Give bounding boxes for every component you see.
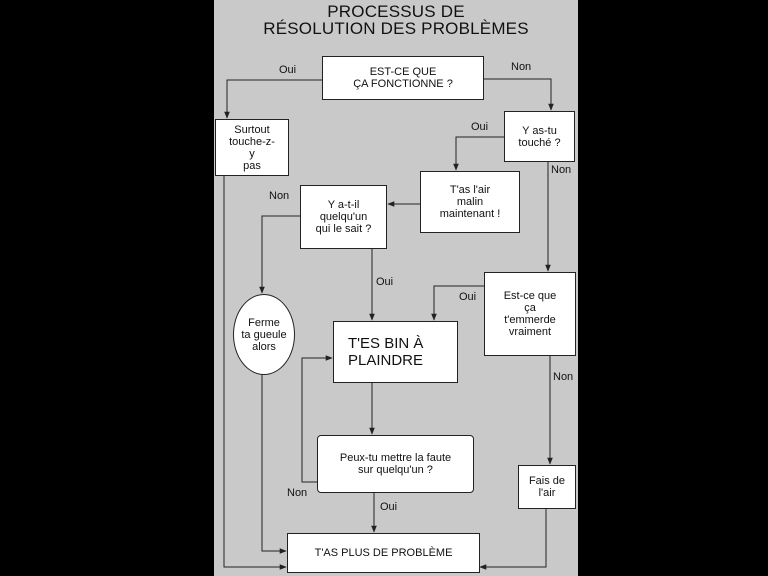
title-line-2: RÉSOLUTION DES PROBLÈMES xyxy=(263,19,529,38)
edge-quelquun-non xyxy=(259,215,300,294)
node-est-ce-que-ca-temmerde: Est-ce que ça t'emmerde vraiment xyxy=(484,272,576,356)
node-emmerde-line-3: t'emmerde xyxy=(504,314,556,326)
node-emmerde-line-4: vraiment xyxy=(508,326,552,338)
node-fais-line-1: Fais de xyxy=(528,475,566,487)
edge-emmerde-oui xyxy=(431,285,484,321)
node-quelquun-line-2: quelqu'un xyxy=(319,211,368,223)
node-peux-tu-mettre-la-faute: Peux-tu mettre la faute sur quelqu'un ? xyxy=(317,435,474,493)
edge-surtout-end xyxy=(223,176,287,570)
node-quelquun-line-1: Y a-t-il xyxy=(327,199,360,211)
node-fais-de-lair: Fais de l'air xyxy=(518,465,576,509)
node-surtout-touche-z-y-pas: Surtout touche-z- y pas xyxy=(215,119,289,176)
label-emmerde-oui: Oui xyxy=(459,291,477,303)
node-end-line-1: T'AS PLUS DE PROBLÈME xyxy=(314,547,453,559)
node-faute-line-1: Peux-tu mettre la faute xyxy=(339,452,452,464)
label-touche-oui: Oui xyxy=(471,121,489,133)
node-surtout-line-3: y xyxy=(249,147,255,160)
node-y-a-t-il-quelquun: Y a-t-il quelqu'un qui le sait ? xyxy=(300,185,387,249)
node-tas-plus-de-probleme: T'AS PLUS DE PROBLÈME xyxy=(287,533,480,573)
node-quelquun-line-3: qui le sait ? xyxy=(315,223,372,235)
node-emmerde-line-2: ça xyxy=(524,302,536,314)
node-plaindre-line-2: PLAINDRE xyxy=(348,352,424,369)
node-ca-fonctionne-line-1: EST-CE QUE xyxy=(369,66,437,78)
label-start-non: Non xyxy=(511,61,532,73)
node-malin-line-1: T'as l'air xyxy=(449,184,491,196)
node-surtout-line-2: touche-z- xyxy=(229,135,275,148)
node-malin-line-2: malin xyxy=(456,196,484,208)
node-y-as-tu-touche: Y as-tu touché ? xyxy=(504,111,575,162)
node-ferme-ta-gueule: Ferme ta gueule alors xyxy=(233,294,295,375)
edge-start-oui xyxy=(224,79,322,119)
node-emmerde-line-1: Est-ce que xyxy=(503,290,557,302)
label-emmerde-non: Non xyxy=(553,371,574,383)
node-touche-line-1: Y as-tu xyxy=(522,124,557,137)
node-ferme-line-3: alors xyxy=(252,340,276,353)
edge-faute-non xyxy=(301,355,333,483)
node-ferme-line-2: ta gueule xyxy=(241,328,287,341)
node-surtout-line-4: pas xyxy=(243,159,261,172)
edge-start-non xyxy=(484,78,554,111)
label-faute-oui: Oui xyxy=(380,501,398,513)
edge-fais-end xyxy=(479,509,547,570)
label-quelquun-oui: Oui xyxy=(376,276,394,288)
node-touche-line-2: touché ? xyxy=(518,136,561,149)
node-surtout-line-1: Surtout xyxy=(234,123,270,136)
edge-ferme-end xyxy=(261,375,287,554)
node-faute-line-2: sur quelqu'un ? xyxy=(358,464,433,476)
node-plaindre-line-1: T'ES BIN À xyxy=(348,335,424,352)
label-touche-non: Non xyxy=(551,164,572,176)
node-malin-line-3: maintenant ! xyxy=(439,208,501,220)
node-ca-fonctionne: EST-CE QUE ÇA FONCTIONNE ? xyxy=(322,56,484,100)
node-tas-lair-malin: T'as l'air malin maintenant ! xyxy=(420,171,520,233)
label-start-oui: Oui xyxy=(279,64,297,76)
node-fais-line-2: l'air xyxy=(538,487,556,499)
label-quelquun-non: Non xyxy=(269,190,290,202)
title-line-1: PROCESSUS DE xyxy=(327,2,465,21)
edge-touche-oui xyxy=(453,136,504,171)
label-faute-non: Non xyxy=(287,487,308,499)
node-tes-bin-a-plaindre: T'ES BIN À PLAINDRE xyxy=(333,321,458,383)
node-ferme-line-1: Ferme xyxy=(248,316,280,329)
node-ca-fonctionne-line-2: ÇA FONCTIONNE ? xyxy=(353,78,453,90)
